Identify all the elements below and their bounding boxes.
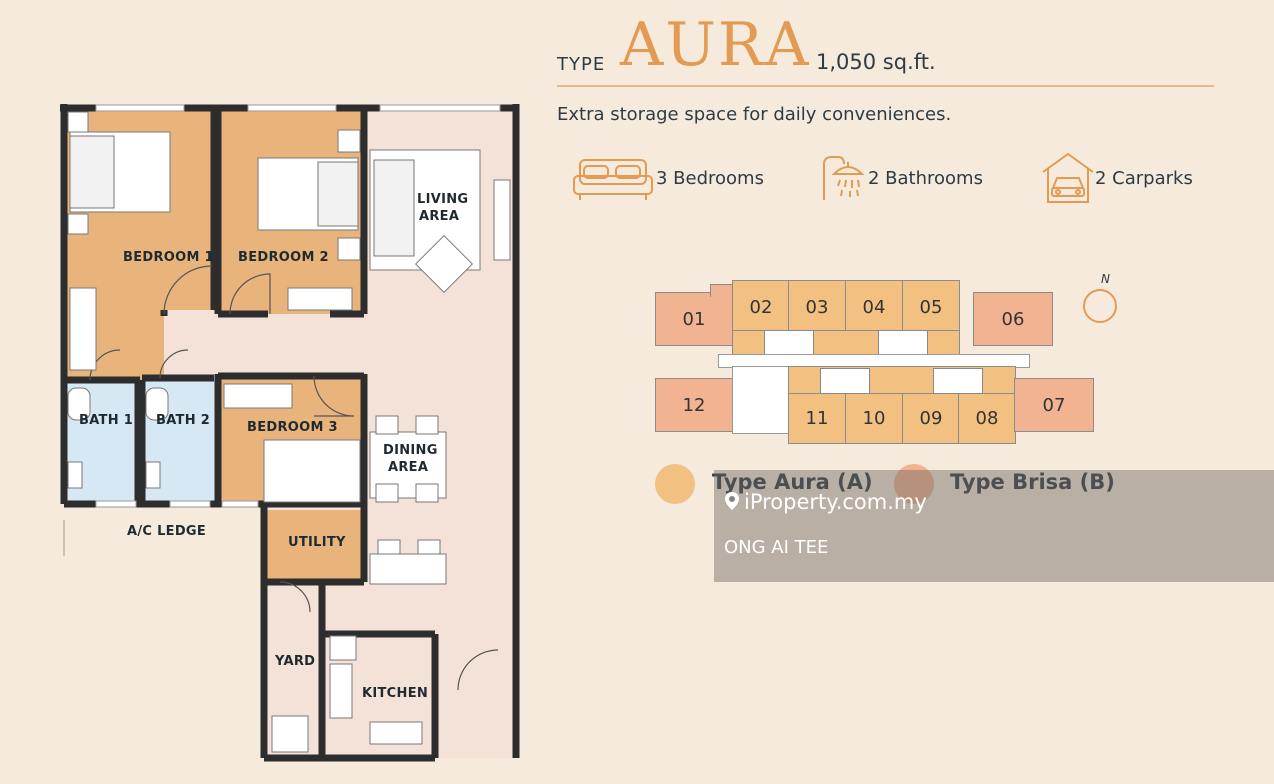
carpark-icon [1042, 152, 1094, 203]
utility-fill [266, 510, 362, 582]
shower-icon [823, 156, 865, 200]
label-yard: YARD [275, 654, 316, 669]
label-bedroom2: BEDROOM 2 [238, 250, 329, 265]
feature-bathrooms-label: 2 Bathrooms [868, 167, 983, 189]
header-divider [557, 85, 1214, 87]
label-dining-2: AREA [388, 460, 429, 475]
legend-label-brisa: Type Brisa (B) [950, 470, 1115, 494]
label-kitchen: KITCHEN [362, 686, 429, 701]
windows [95, 104, 501, 508]
legend-label-aura: Type Aura (A) [712, 470, 873, 494]
doors [89, 265, 499, 691]
compass-icon [1083, 289, 1117, 323]
floor-plan [60, 104, 520, 762]
unit-06: 06 [973, 292, 1053, 346]
watermark-brand: iProperty.com.my [724, 490, 927, 516]
label-ac-ledge: A/C LEDGE [127, 524, 207, 539]
watermark-agent: ONG AI TEE [724, 537, 829, 558]
unit-02: 02 [732, 280, 790, 334]
label-bath2: BATH 2 [156, 413, 211, 428]
label-utility: UTILITY [288, 535, 346, 550]
legend-dot-aura [655, 464, 695, 504]
unit-type-name: AURA [620, 10, 811, 80]
watermark-overlay [714, 470, 1274, 582]
furniture [67, 111, 511, 753]
label-bath1: BATH 1 [79, 413, 134, 428]
unit-size: 1,050 sq.ft. [816, 50, 936, 74]
unit-01: 01 [655, 292, 733, 346]
unit-10: 10 [845, 392, 903, 444]
legend-dot-brisa [894, 464, 934, 504]
label-living-2: AREA [419, 209, 460, 224]
unit-11: 11 [788, 392, 846, 444]
unit-09: 09 [902, 392, 960, 444]
label-bedroom3: BEDROOM 3 [247, 420, 338, 435]
location-pin-icon [724, 491, 740, 516]
label-bedroom1: BEDROOM 1 [123, 250, 214, 265]
label-living-1: LIVING [417, 192, 469, 207]
tagline: Extra storage space for daily convenienc… [557, 104, 952, 125]
unit-07: 07 [1014, 378, 1094, 432]
watermark-brand-text: iProperty.com.my [744, 490, 927, 514]
unit-04: 04 [845, 280, 903, 334]
feature-carparks-label: 2 Carparks [1095, 167, 1193, 189]
unit-12: 12 [655, 378, 733, 432]
unit-05: 05 [902, 280, 960, 334]
unit-08: 08 [958, 392, 1016, 444]
feature-bathrooms: 2 Bathrooms [820, 152, 983, 204]
unit-03: 03 [788, 280, 846, 334]
feature-carparks: 2 Carparks [1041, 152, 1193, 204]
bed-icon [573, 159, 653, 200]
type-prefix: TYPE [557, 54, 606, 75]
label-dining-1: DINING [383, 443, 438, 458]
feature-bedrooms: 3 Bedrooms [572, 152, 764, 204]
north-label: N [1101, 272, 1110, 286]
feature-bedrooms-label: 3 Bedrooms [656, 167, 764, 189]
